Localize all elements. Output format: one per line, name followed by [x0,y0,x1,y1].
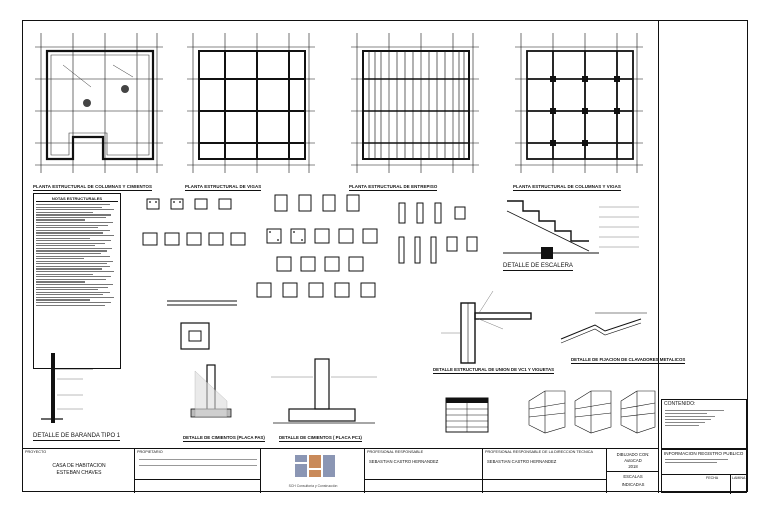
sidebar: CONTENIDO: INFORMACION REGISTRO PUBLICO … [659,21,749,494]
scale-label: ESCALAS [623,474,643,479]
contents-box: CONTENIDO: [661,399,747,449]
sheet-label: LAMINA [732,476,746,480]
contents-title: CONTENIDO: [664,401,696,407]
notes-title: NOTAS ESTRUCTURALES [36,196,118,202]
detail-union-title: DETALLE ESTRUCTURAL DE UNION DE VC1 Y VI… [433,367,555,374]
detail-cimientos-pc-title: DETALLE DE CIMIENTOS ( PLACA PC1) [279,435,362,442]
professional-label: PROFESIONAL RESPONSABLE [367,450,424,454]
plan-title: PLANTA ESTRUCTURAL DE COLUMNAS Y VIGAS [513,184,621,191]
professional2-value: SEBASTIAN CASTRO HERNANDEZ [487,459,557,464]
fijacion-drawing [560,312,647,344]
owner-cell: PROPIETARIO [135,449,261,493]
plan-drawing [187,33,315,173]
company-name: SCH Consultoría y Construcción [288,484,338,488]
plan-drawing [351,33,479,173]
baranda-drawing [41,353,93,423]
union-drawing [441,290,532,364]
detail-baranda-title: DETALLE DE BARANDA TIPO 1 [33,433,121,441]
plan-drawing [35,33,163,173]
drawn-year: 2018 [628,464,638,469]
registry-box: INFORMACION REGISTRO PUBLICO FECHA LAMIN… [661,449,748,494]
scale-value: INDICADAS [621,482,645,487]
drawing-sheet: PLANTA ESTRUCTURAL DE COLUMNAS Y CIMIENT… [22,20,749,494]
professional-value: SEBASTIAN CASTRO HERNANDEZ [369,459,439,464]
plan-columnas-cimientos: PLANTA ESTRUCTURAL DE COLUMNAS Y CIMIENT… [33,29,165,191]
escalera-drawing [503,200,639,259]
project-value: CASA DE HABITACION [52,463,106,469]
owner-label: PROPIETARIO [137,450,163,454]
column-details [398,202,478,264]
detail-cimientos-title: DETALLE DE CIMIENTOS (PLACA PAS) [183,435,265,442]
project-label: PROYECTO [25,450,47,454]
drawn-software: AutoCAD [624,458,642,463]
title-block: PROYECTO CASA DE HABITACION ESTEBAN CHAV… [23,449,749,493]
company-logo [295,455,335,477]
cimientos-pc-drawing [271,358,377,424]
date-label: FECHA [706,476,719,480]
section-details [142,194,378,306]
plan-title: PLANTA ESTRUCTURAL DE VIGAS [185,184,262,191]
project-owner: ESTEBAN CHAVES [56,470,102,476]
detail-escalera-title: DETALLE DE ESCALERA [503,263,573,271]
project-cell: PROYECTO CASA DE HABITACION ESTEBAN CHAV… [23,449,135,493]
cimientos-drawing [180,322,232,418]
drawn-label: DIBUJADO CON: [616,452,650,457]
professional2-label: PROFESIONAL RESPONSABLE DE LA DIRECCION … [485,450,594,454]
registry-title: INFORMACION REGISTRO PUBLICO [664,451,744,456]
masonry-details [528,390,656,434]
plan-entrepiso: PLANTA ESTRUCTURAL DE ENTREPISO [349,29,481,191]
plan-title: PLANTA ESTRUCTURAL DE ENTREPISO [349,184,438,191]
structural-notes: NOTAS ESTRUCTURALES [33,193,121,369]
plan-drawing [515,33,643,173]
drawing-area: PLANTA ESTRUCTURAL DE COLUMNAS Y CIMIENT… [23,21,686,449]
plan-vigas: PLANTA ESTRUCTURAL DE VIGAS [185,29,317,191]
professional-cell: PROFESIONAL RESPONSABLE SEBASTIAN CASTRO… [365,449,483,493]
logo-cell: SCH Consultoría y Construcción [261,449,365,493]
schedule-table [445,397,489,433]
detail-fijacion-title: DETALLE DE FIJACION DE CLAVADORES METALI… [571,357,686,364]
plan-columnas-vigas: PLANTA ESTRUCTURAL DE COLUMNAS Y VIGAS [513,29,645,191]
professional2-cell: PROFESIONAL RESPONSABLE DE LA DIRECCION … [483,449,607,493]
plan-title: PLANTA ESTRUCTURAL DE COLUMNAS Y CIMIENT… [33,184,153,191]
drawn-cell: DIBUJADO CON: AutoCAD 2018 ESCALAS INDIC… [607,449,659,493]
